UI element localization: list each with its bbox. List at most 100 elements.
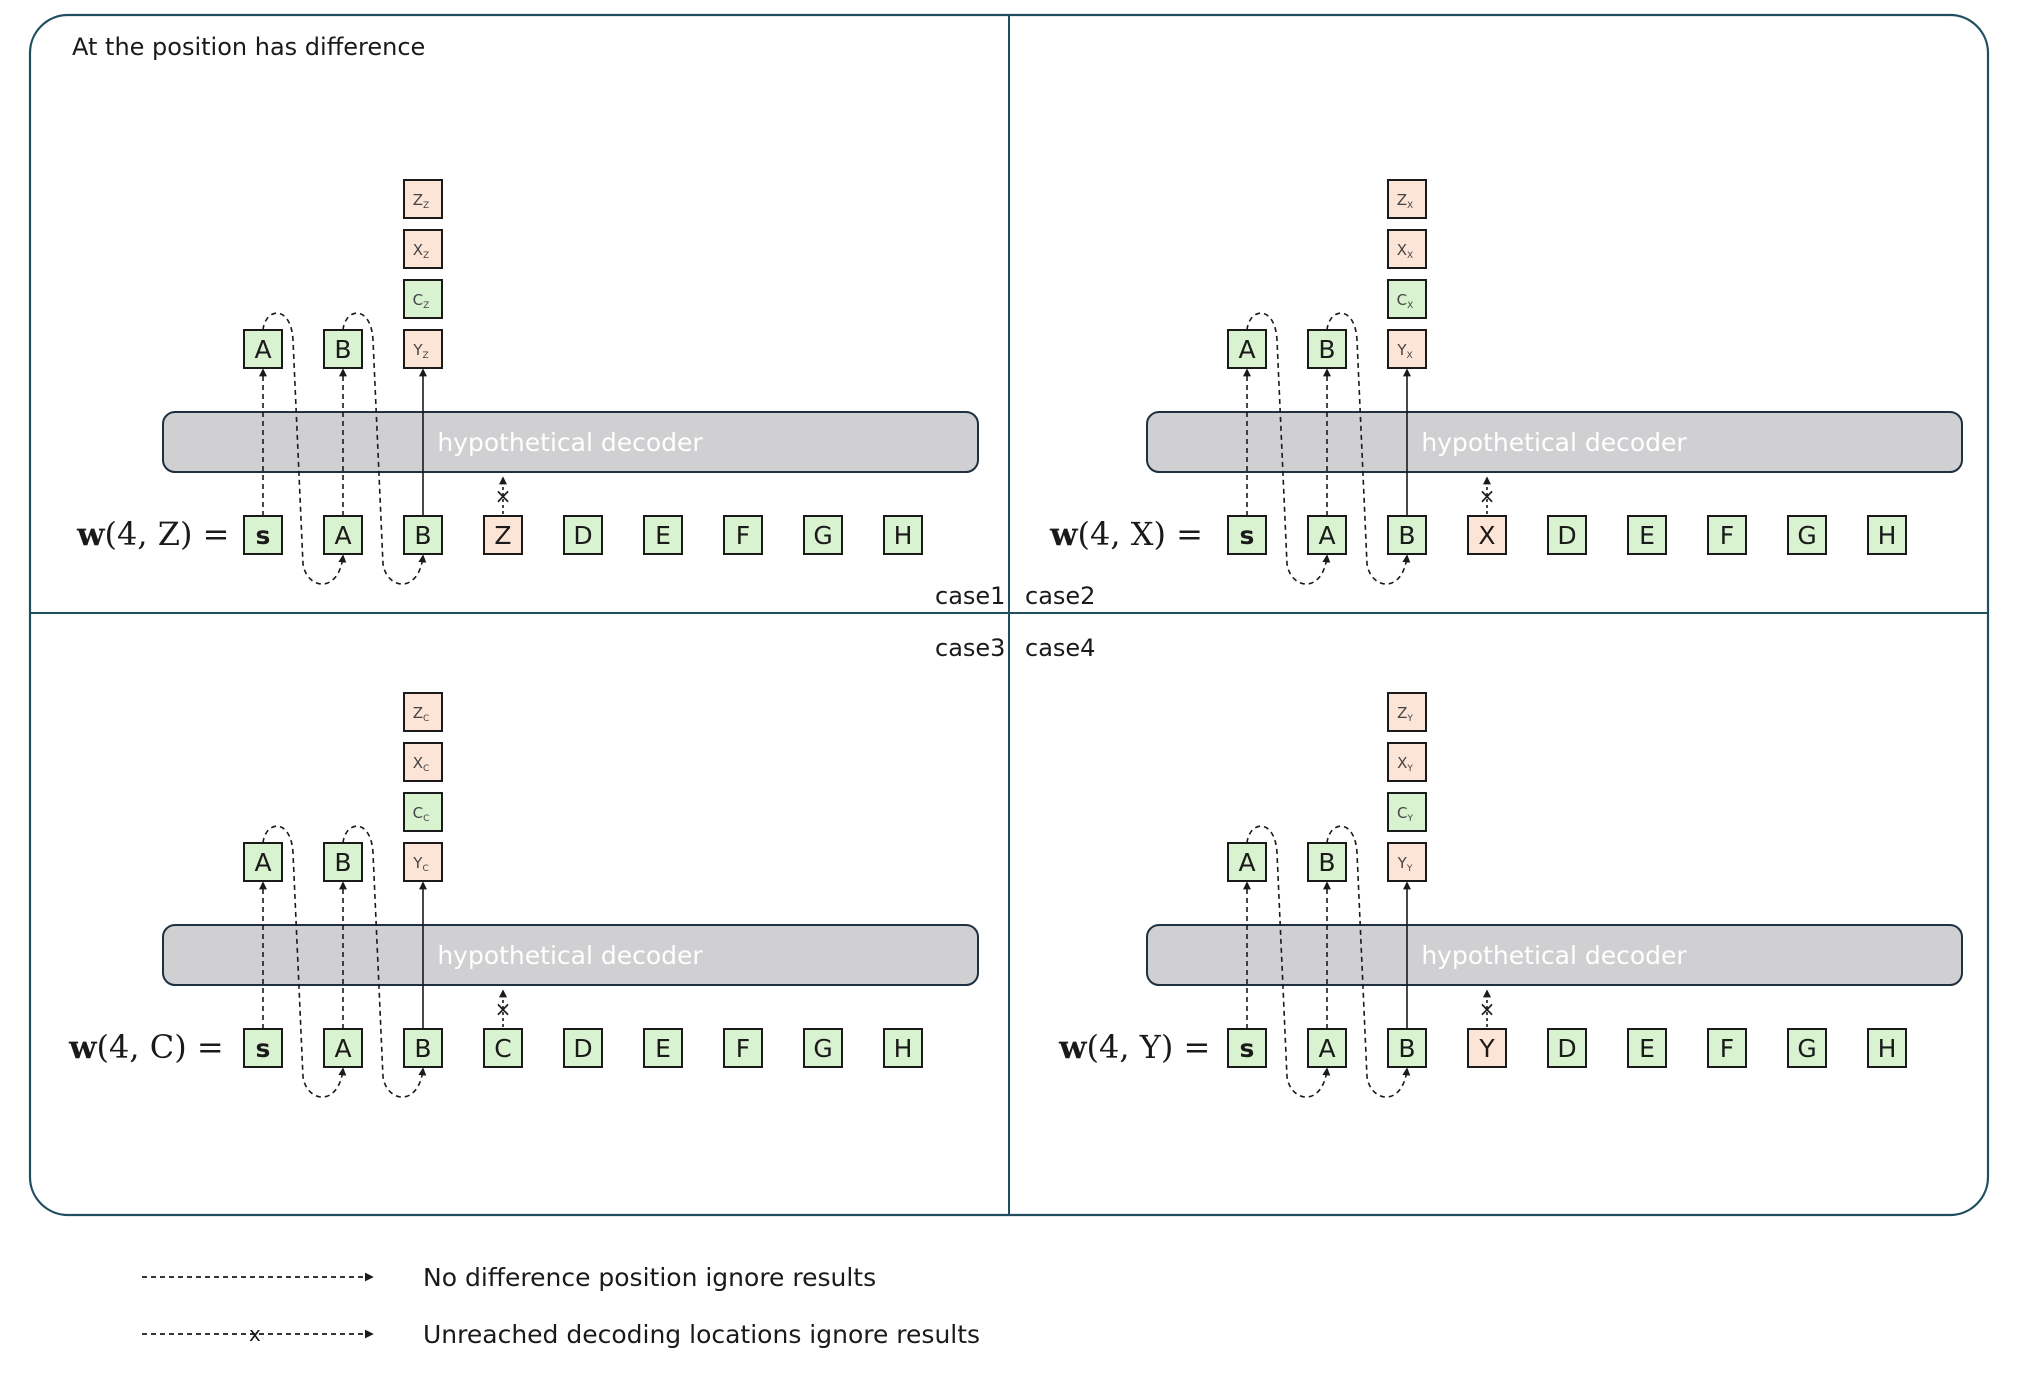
candidate-box xyxy=(1387,329,1427,369)
legend-item-dashed-x: x Unreached decoding locations ignore re… xyxy=(142,1320,980,1349)
candidate-box xyxy=(403,792,443,832)
candidate-label: ZY xyxy=(1397,704,1413,724)
candidate-label: XZ xyxy=(413,241,429,261)
token-label: H xyxy=(1878,521,1897,550)
candidate-label: XX xyxy=(1397,241,1413,261)
output-label: B xyxy=(1318,335,1335,364)
token-box xyxy=(803,1028,843,1068)
decoder-label: hypothetical decoder xyxy=(1421,428,1687,457)
token-box xyxy=(1227,515,1267,555)
token-box xyxy=(723,1028,763,1068)
formula-vector-w: w xyxy=(76,515,106,553)
output-label: A xyxy=(1238,848,1255,877)
token-label: F xyxy=(736,1034,750,1063)
candidate-subscript: X xyxy=(1407,251,1413,261)
formula-equals: ) = xyxy=(180,515,229,553)
candidate-letter: C xyxy=(413,291,423,309)
token-label: A xyxy=(334,1034,351,1063)
formula-vector-w: w xyxy=(1058,1028,1088,1066)
unreached-x-mark: × xyxy=(495,484,512,508)
candidate-label: CC xyxy=(413,804,430,824)
token-box xyxy=(1627,515,1667,555)
candidate-box xyxy=(1387,792,1427,832)
token-label: B xyxy=(414,521,431,550)
token-box-current xyxy=(483,1028,523,1068)
candidate-box xyxy=(403,742,443,782)
token-box xyxy=(1787,515,1827,555)
token-box xyxy=(1867,515,1907,555)
token-box xyxy=(1387,515,1427,555)
candidate-box xyxy=(403,842,443,882)
output-box xyxy=(323,842,363,882)
token-label: H xyxy=(894,521,913,550)
case-label: case2 xyxy=(1025,582,1095,610)
token-label: F xyxy=(736,521,750,550)
candidate-letter: C xyxy=(1397,291,1407,309)
token-box xyxy=(803,515,843,555)
token-label-current: Z xyxy=(494,521,511,550)
candidate-label: ZC xyxy=(413,704,430,724)
candidate-letter: Y xyxy=(1396,341,1407,359)
token-box xyxy=(1547,1028,1587,1068)
token-box xyxy=(1707,1028,1747,1068)
token-label: H xyxy=(1878,1034,1897,1063)
output-box xyxy=(243,329,283,369)
token-label: G xyxy=(813,1034,832,1063)
token-label: s xyxy=(1240,1034,1255,1063)
case-label: case3 xyxy=(935,634,1005,662)
candidate-label: YZ xyxy=(412,341,428,361)
formula: w(4, Y) = xyxy=(1058,1028,1210,1066)
candidate-subscript: C xyxy=(423,764,429,774)
candidate-subscript: C xyxy=(423,814,429,824)
token-label: E xyxy=(655,521,671,550)
formula-equals: ) = xyxy=(1161,1028,1210,1066)
formula: w(4, Z) = xyxy=(76,515,229,553)
unreached-x-mark: × xyxy=(1479,484,1496,508)
candidate-box xyxy=(403,229,443,269)
output-label: A xyxy=(1238,335,1255,364)
formula-args: (4, Z xyxy=(105,515,180,553)
token-box xyxy=(643,1028,683,1068)
token-box xyxy=(883,1028,923,1068)
legend-item-dashed: No difference position ignore results xyxy=(142,1263,876,1292)
output-label: B xyxy=(1318,848,1335,877)
token-label: F xyxy=(1720,521,1734,550)
token-label-current: C xyxy=(494,1034,511,1063)
legend: No difference position ignore results x … xyxy=(142,1263,980,1349)
token-box xyxy=(403,515,443,555)
token-label-current: Y xyxy=(1478,1034,1495,1063)
candidate-subscript: Z xyxy=(423,351,429,361)
candidate-subscript: X xyxy=(1407,301,1413,311)
candidate-box xyxy=(1387,229,1427,269)
token-label: G xyxy=(1797,521,1816,550)
formula-equals: ) = xyxy=(174,1028,223,1066)
output-box xyxy=(243,842,283,882)
candidate-letter: Y xyxy=(412,854,423,872)
formula-vector-w: w xyxy=(1049,515,1079,553)
candidate-letter: Z xyxy=(1397,704,1407,722)
candidate-box xyxy=(1387,742,1427,782)
candidate-subscript: Y xyxy=(1406,764,1413,774)
token-box-current xyxy=(1467,1028,1507,1068)
token-box xyxy=(563,515,603,555)
token-label: s xyxy=(256,1034,271,1063)
candidate-box xyxy=(1387,279,1427,319)
token-label: D xyxy=(1557,521,1576,550)
legend-label-dashed-x: Unreached decoding locations ignore resu… xyxy=(423,1320,980,1349)
figure-title: At the position has difference xyxy=(72,33,425,61)
decoder-label: hypothetical decoder xyxy=(437,428,703,457)
formula-args: (4, X xyxy=(1078,515,1154,553)
token-box-current xyxy=(483,515,523,555)
candidate-label: XC xyxy=(413,754,430,774)
unreached-x-mark: × xyxy=(495,997,512,1021)
candidate-subscript: C xyxy=(422,864,428,874)
token-label: B xyxy=(1398,1034,1415,1063)
token-label: B xyxy=(1398,521,1415,550)
candidate-letter: X xyxy=(1397,754,1407,772)
candidate-box xyxy=(1387,692,1427,732)
candidate-subscript: C xyxy=(423,714,429,724)
